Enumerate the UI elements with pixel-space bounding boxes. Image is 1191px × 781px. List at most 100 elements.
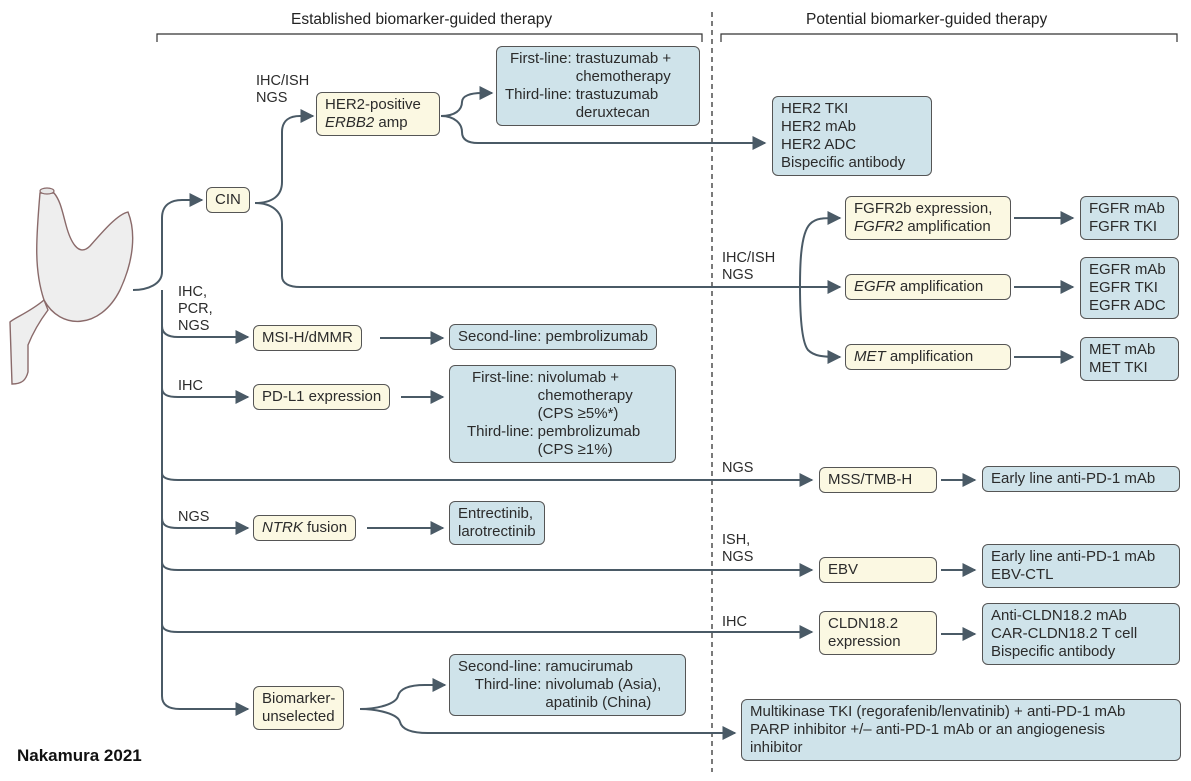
- msi-label: MSI-H/dMMR: [262, 329, 353, 346]
- biomarker-her2: HER2-positive ERBB2 amp: [316, 92, 440, 136]
- method-label-cldn: IHC: [722, 614, 747, 630]
- met-therapy-line: MET TKI: [1089, 359, 1148, 376]
- therapy-drug: pembrolizumab: [537, 423, 641, 440]
- unselected-line1: Biomarker-: [262, 690, 336, 707]
- method-label-ntrk: NGS: [178, 509, 210, 525]
- therapy-drug: trastuzumab +: [575, 50, 672, 67]
- therapy-row: First-line:trastuzumab +: [505, 50, 671, 68]
- met-therapy-line: MET mAb: [1089, 341, 1156, 358]
- therapy-drug: apatinib (China): [545, 694, 652, 711]
- unselected-potential-line: inhibitor: [750, 739, 803, 756]
- fgfr-amplification: amplification: [903, 218, 991, 235]
- therapy-drug: deruxtecan: [575, 104, 650, 121]
- unselected-therapy-table: Second-line:ramucirumab Third-line:nivol…: [458, 658, 661, 712]
- mss-label: MSS/TMB-H: [828, 471, 913, 488]
- cldn-therapy-line: CAR-CLDN18.2 T cell: [991, 625, 1138, 642]
- cldn-therapy-line: Anti-CLDN18.2 mAb: [991, 607, 1127, 624]
- therapy-row: Third-line:nivolumab (Asia),: [458, 676, 662, 694]
- ntrk-fusion: fusion: [302, 519, 348, 536]
- therapy-line: [458, 441, 538, 459]
- stomach-illustration: [9, 187, 134, 385]
- unselected-line2: unselected: [262, 708, 335, 725]
- ntrk-gene: NTRK: [262, 519, 303, 536]
- therapy-pdl1: First-line:nivolumab + chemotherapy (CPS…: [449, 365, 676, 463]
- fgfr-line2: FGFR2 amplification: [854, 218, 1002, 236]
- biomarker-unselected: Biomarker- unselected: [253, 686, 345, 730]
- therapy-line: First-line:: [472, 369, 534, 386]
- header-potential: Potential biomarker-guided therapy: [806, 11, 1048, 28]
- therapy-drug: chemotherapy: [537, 387, 633, 404]
- therapy-cldn: Anti-CLDN18.2 mAb CAR-CLDN18.2 T cell Bi…: [982, 603, 1180, 665]
- egfr-therapy-line: EGFR TKI: [1089, 279, 1158, 296]
- therapy-line: [505, 104, 576, 122]
- her2-line2: ERBB2 amp: [325, 114, 431, 132]
- therapy-line: [458, 694, 545, 712]
- therapy-drug: nivolumab +: [537, 369, 619, 386]
- fgfr-therapy-line: FGFR mAb: [1089, 200, 1165, 217]
- cldn-therapy-line: Bispecific antibody: [991, 643, 1116, 660]
- pdl1-label: PD-L1 expression: [262, 388, 382, 405]
- egfr-therapy-line: EGFR ADC: [1089, 297, 1166, 314]
- her2-potential-line: HER2 mAb: [781, 118, 857, 135]
- unselected-potential-line: PARP inhibitor +/– anti-PD-1 mAb or an a…: [750, 721, 1106, 738]
- method-label-her2: IHC/ISH NGS: [256, 73, 310, 106]
- fgfr-line1: FGFR2b expression,: [854, 200, 993, 217]
- therapy-row: Third-line:trastuzumab: [505, 86, 671, 104]
- therapy-line: [458, 387, 538, 405]
- potential-bracket: [720, 33, 1178, 42]
- her2-potential-line: HER2 ADC: [781, 136, 857, 153]
- unselected-potential-line: Multikinase TKI (regorafenib/lenvatinib)…: [750, 703, 1126, 720]
- header-established: Established biomarker-guided therapy: [291, 11, 553, 28]
- biomarker-pdl1: PD-L1 expression: [253, 384, 391, 410]
- msi-therapy: Second-line: pembrolizumab: [458, 328, 649, 345]
- ntrk-therapy-line: Entrectinib,: [458, 505, 534, 522]
- cldn-line2: expression: [828, 633, 901, 650]
- method-label-msi: IHC, PCR, NGS: [178, 284, 213, 334]
- therapy-msi: Second-line: pembrolizumab: [449, 324, 658, 350]
- therapy-drug: (CPS ≥5%*): [537, 405, 619, 422]
- egfr-amplification: amplification: [895, 278, 984, 295]
- met-gene: MET: [854, 348, 886, 365]
- therapy-line: Second-line:: [458, 658, 542, 675]
- therapy-her2-potential: HER2 TKI HER2 mAb HER2 ADC Bispecific an…: [772, 96, 932, 176]
- biomarker-ebv: EBV: [819, 557, 937, 583]
- therapy-drug: (CPS ≥1%): [537, 441, 613, 458]
- biomarker-mss: MSS/TMB-H: [819, 467, 937, 493]
- fgfr-therapy-line: FGFR TKI: [1089, 218, 1158, 235]
- biomarker-fgfr: FGFR2b expression, FGFR2 amplification: [845, 196, 1011, 240]
- pdl1-therapy-table: First-line:nivolumab + chemotherapy (CPS…: [458, 369, 640, 459]
- biomarker-cin: CIN: [206, 187, 250, 213]
- ntrk-therapy-line: larotrectinib: [458, 523, 536, 540]
- cldn-line1: CLDN18.2: [828, 615, 899, 632]
- biomarker-msi: MSI-H/dMMR: [253, 325, 362, 351]
- credit-label: Nakamura 2021: [17, 746, 142, 765]
- therapy-row: First-line:nivolumab +: [458, 369, 640, 387]
- her2-potential-line: Bispecific antibody: [781, 154, 906, 171]
- therapy-row: Second-line:ramucirumab: [458, 658, 661, 676]
- therapy-row: (CPS ≥5%*): [458, 405, 640, 423]
- her2-potential-line: HER2 TKI: [781, 100, 849, 117]
- method-label-ebv: ISH, NGS: [722, 532, 754, 565]
- therapy-line: [505, 68, 576, 86]
- therapy-line: Third-line:: [466, 423, 534, 440]
- therapy-drug: ramucirumab: [545, 658, 633, 675]
- ebv-therapy-line: EBV-CTL: [991, 566, 1054, 583]
- her2-line1: HER2-positive: [325, 96, 421, 113]
- method-label-pdl1: IHC: [178, 378, 203, 394]
- therapy-unselected: Second-line:ramucirumab Third-line:nivol…: [449, 654, 686, 716]
- therapy-drug: trastuzumab: [575, 86, 659, 103]
- erbb2-gene: ERBB2: [325, 114, 375, 131]
- method-label-mss: NGS: [722, 460, 754, 476]
- fgfr2-gene: FGFR2: [854, 218, 904, 235]
- therapy-unselected-potential: Multikinase TKI (regorafenib/lenvatinib)…: [741, 699, 1181, 761]
- therapy-fgfr: FGFR mAb FGFR TKI: [1080, 196, 1179, 240]
- ebv-label: EBV: [828, 561, 859, 578]
- egfr-gene: EGFR: [854, 278, 896, 295]
- therapy-row: apatinib (China): [458, 694, 661, 712]
- therapy-row: deruxtecan: [505, 104, 671, 122]
- therapy-line: Third-line:: [474, 676, 542, 693]
- therapy-ntrk: Entrectinib, larotrectinib: [449, 501, 545, 545]
- therapy-her2-established: First-line:trastuzumab + chemotherapy Th…: [496, 46, 700, 126]
- ebv-therapy-line: Early line anti-PD-1 mAb: [991, 548, 1156, 565]
